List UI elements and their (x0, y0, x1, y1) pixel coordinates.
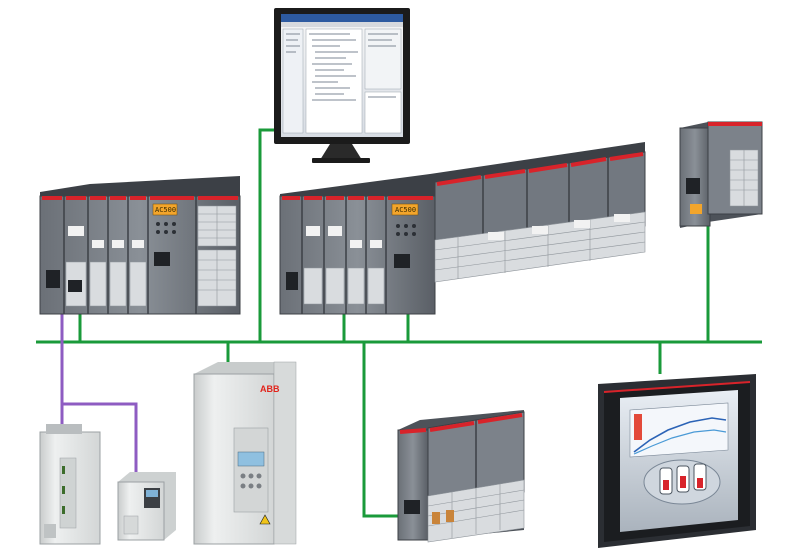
frequency-drive-icon: ABB (193, 361, 297, 545)
ethernet-link-remote-io (362, 342, 404, 518)
compact-plc (679, 121, 763, 228)
small-drive (117, 472, 176, 541)
cpu-lcd-center: AC500 (395, 206, 416, 214)
plc-rack-center: AC500 (279, 142, 646, 315)
remote-io-station (397, 410, 525, 543)
drive-brand-logo: ABB (260, 384, 280, 394)
touch-panel-hmi-icon (598, 374, 756, 548)
fieldbus-link-small-drive (62, 402, 138, 472)
cpu-lcd-left: AC500 (155, 206, 176, 214)
slim-drive (39, 424, 101, 545)
plc-rack-left: AC500 (39, 176, 241, 315)
engineering-workstation-monitor-icon (274, 8, 410, 163)
